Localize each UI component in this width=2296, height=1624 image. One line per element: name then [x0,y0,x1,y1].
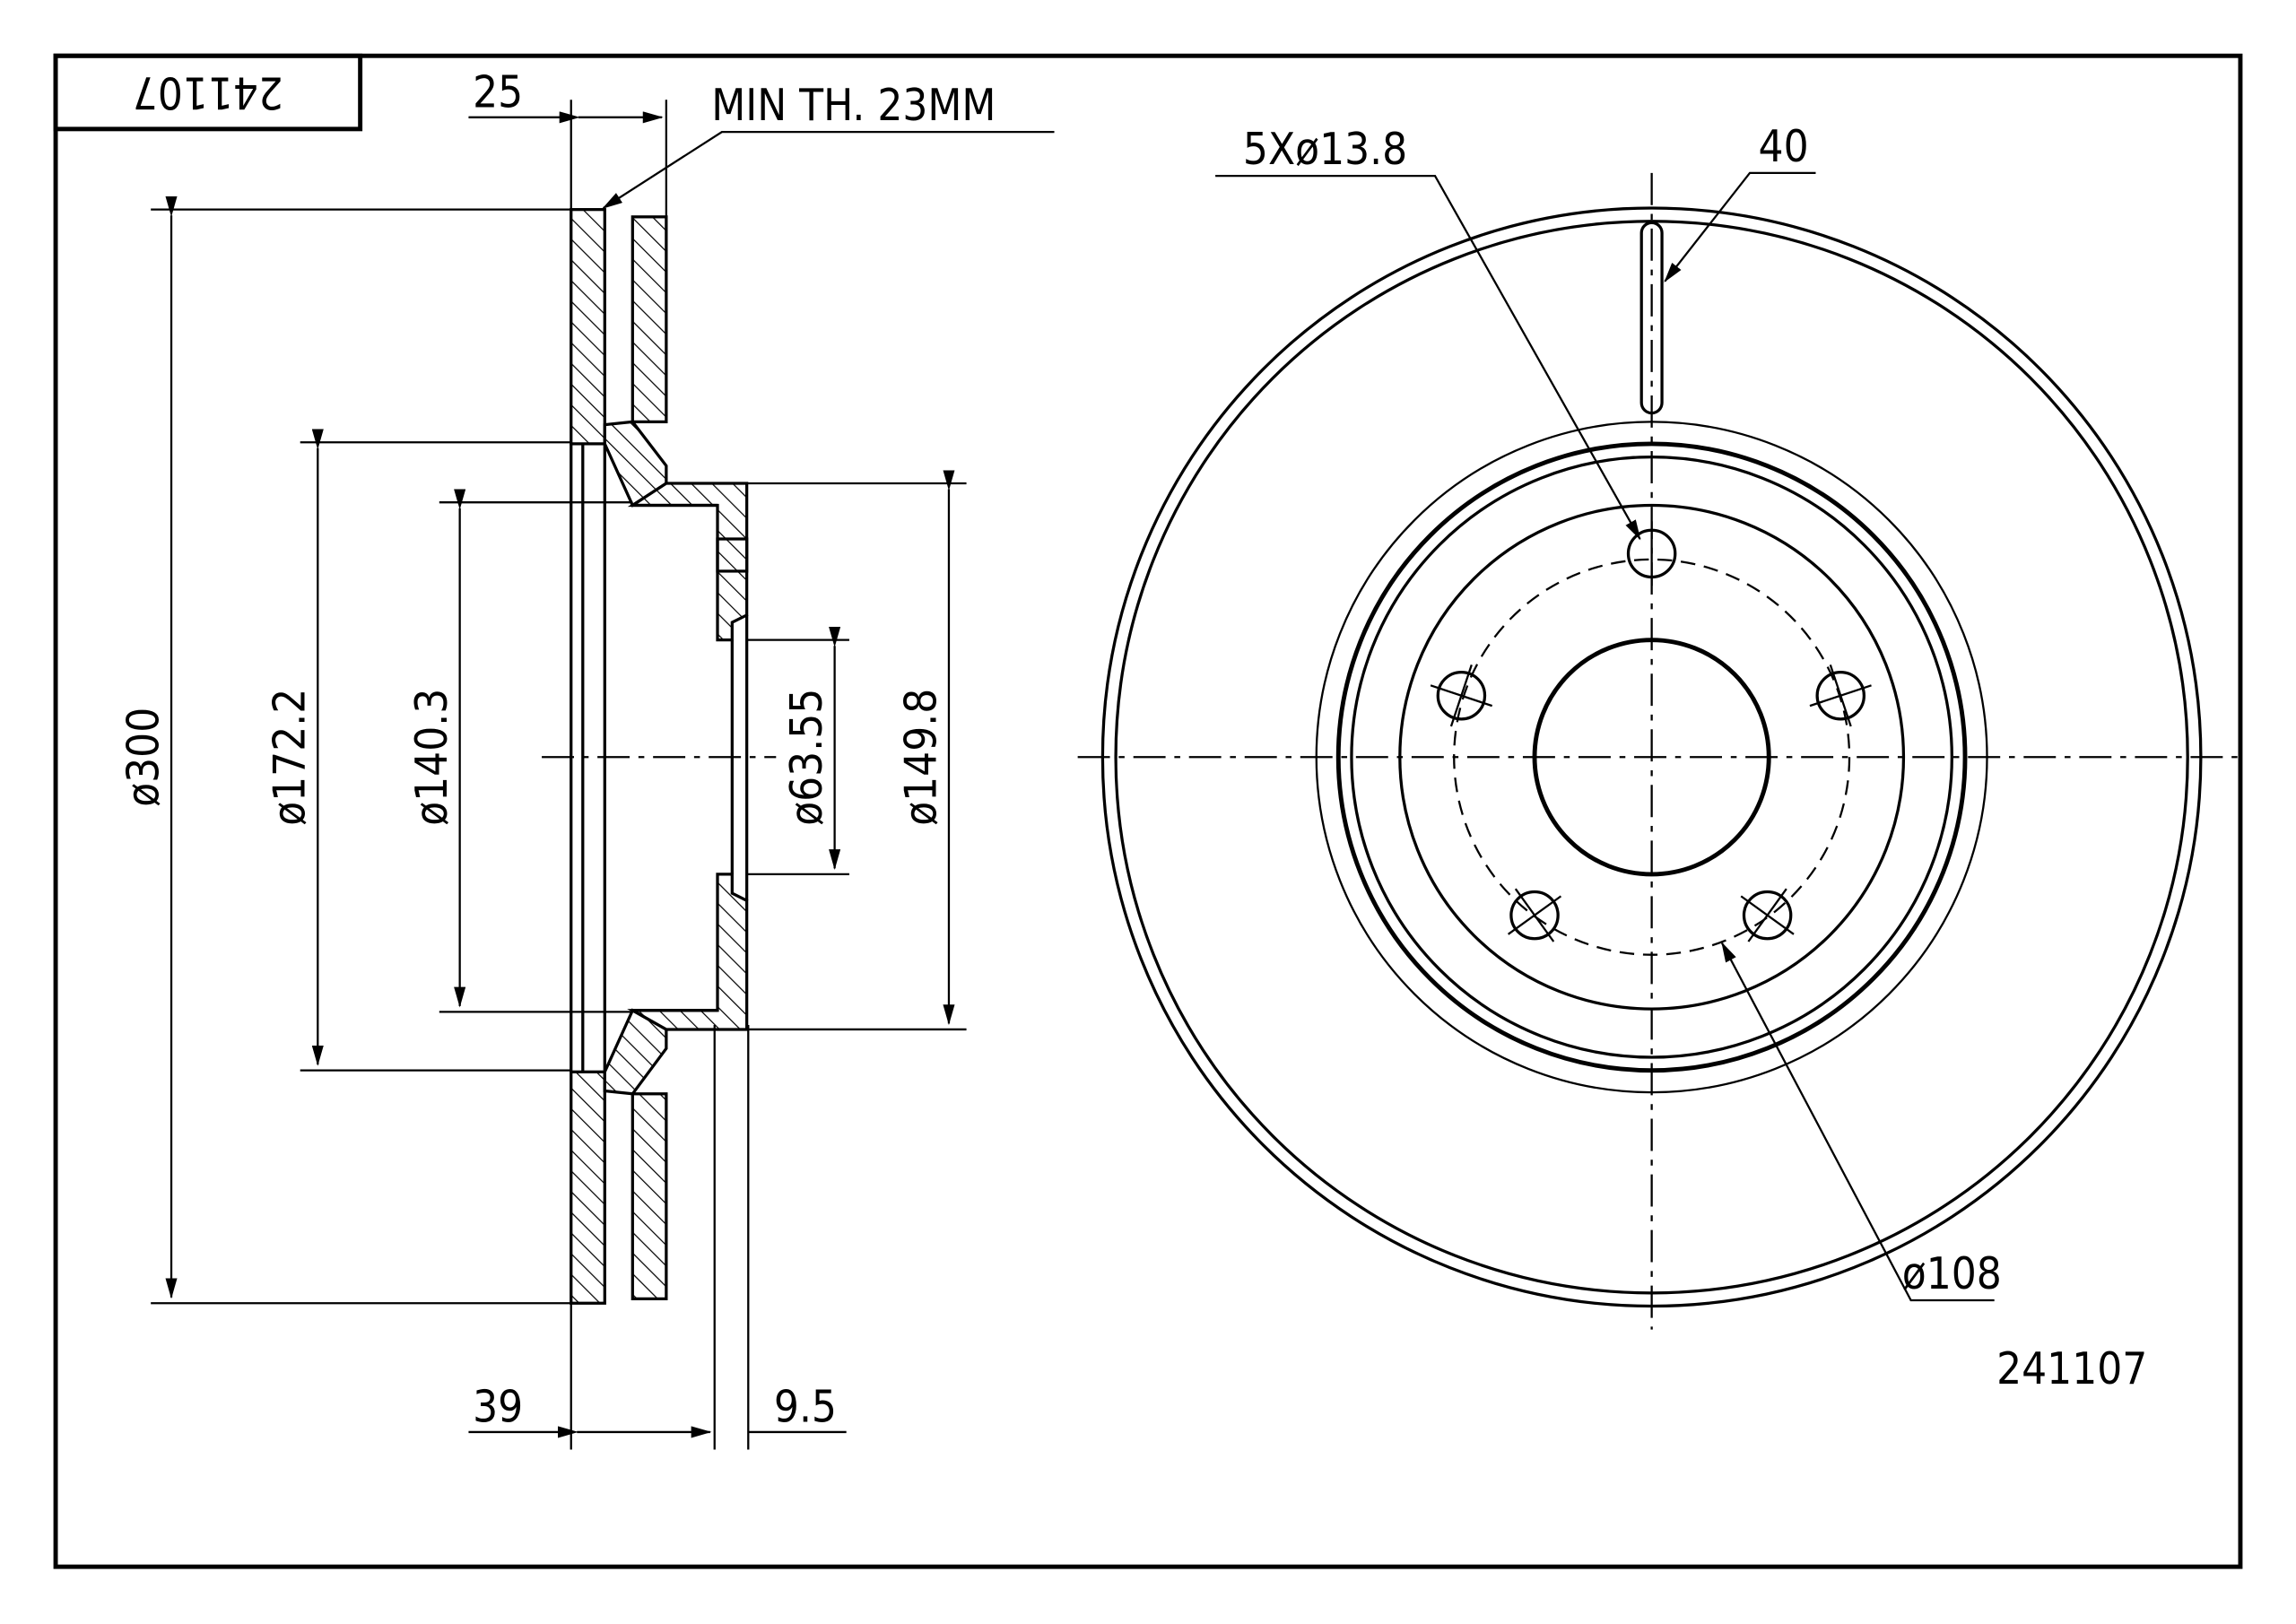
pcd-label: ø108 [1902,1248,2002,1299]
bolt-holes-label: 5Xø13.8 [1243,124,1407,175]
bolt-hole [1742,890,1793,941]
drawing-line [716,537,749,573]
inboard-plate-upper [570,208,606,446]
diameter-140-dimension: ø140.3 [406,689,457,826]
hat-upper [627,482,749,642]
title-box [53,53,363,132]
section-view [542,208,777,1305]
front-dimensions: 5Xø13.8 40 ø108 241107 [1215,121,2147,1394]
hat-lower [627,873,749,1031]
drawing-line [1720,942,1995,1302]
hub-face [1398,503,1906,1011]
drawing-line [1829,664,1852,727]
section-dimensions: 25 MIN TH. 23MM ø300 ø172.2 ø140.3 ø63.5… [117,66,1055,1450]
front-view [1077,172,2238,1330]
drawing-line [1215,174,1641,541]
bolt-circle [1453,558,1851,956]
outboard-plate-upper [631,215,668,424]
diameter-172-dimension: ø172.2 [265,689,316,826]
drawing-border [53,53,2243,1569]
bore-diameter-dimension: ø63.55 [781,689,832,826]
bolt-holes [1430,521,1872,942]
drawing-line [1507,895,1562,935]
min-thickness-label: MIN TH. 23MM [711,80,996,131]
hat-outer [1335,441,1968,1073]
outer-diameter-dimension: ø300 [117,708,169,807]
disc-outer-edge [1100,206,2203,1308]
hat-step [1350,455,1953,1059]
bolt-hole [1509,890,1560,941]
slot-label: 40 [1759,121,1809,172]
wear-slot [1639,221,1664,415]
drawing-line [1664,171,1816,282]
bolt-hole [1815,670,1866,721]
drawing-line [1430,521,1872,942]
outboard-plate-lower [631,1092,668,1300]
center-bore [1532,638,1771,877]
mirrored-part-number: 241107 [133,67,283,118]
inboard-plate-lower [570,1070,606,1305]
drawing-line [602,130,1055,209]
width-dimension: 25 [473,66,523,117]
part-number: 241107 [1996,1343,2147,1394]
height-dimension: 39 [473,1381,523,1432]
drawing-line [1449,664,1473,727]
flange-dimension: 9.5 [774,1381,837,1432]
drawing-line [1740,895,1795,935]
friction-inner-edge [1315,421,1988,1094]
hat-diameter-dimension: ø149.8 [895,689,946,826]
bolt-hole [1436,670,1487,721]
